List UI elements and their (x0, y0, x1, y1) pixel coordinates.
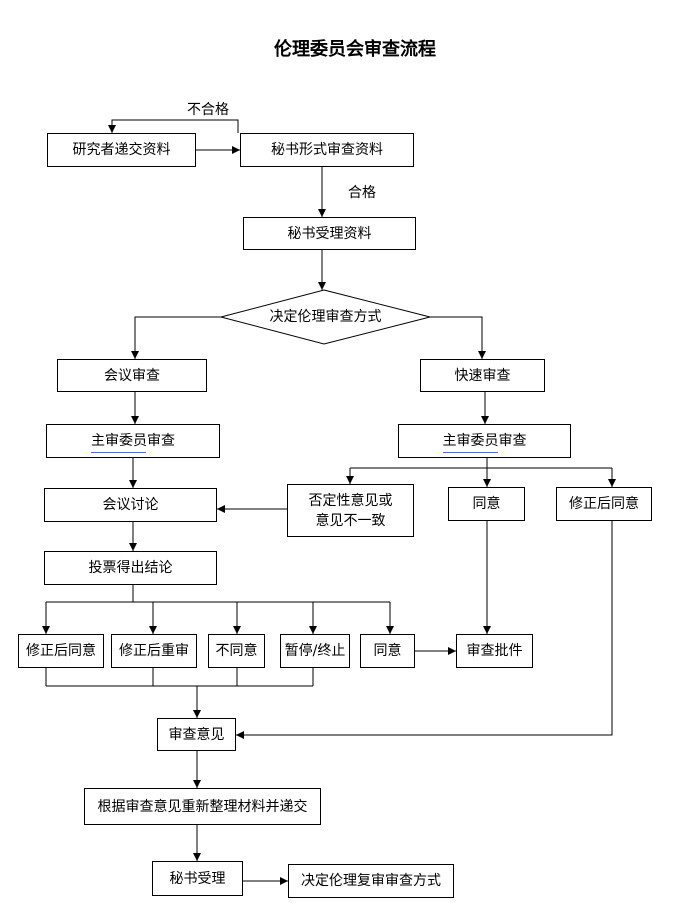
node-outcome-suspend-terminate: 暂停/终止 (280, 634, 350, 668)
node-text: 研究者递交资料 (72, 142, 171, 158)
node-outcome-disagree: 不同意 (208, 634, 265, 668)
spellcheck-underline (442, 452, 498, 453)
node-meeting-discussion: 会议讨论 (44, 488, 217, 522)
node-text: 秘书形式审查资料 (271, 142, 383, 158)
decision-text: 决定伦理审查方式 (269, 309, 382, 325)
node-text: 暂停/终止 (284, 643, 346, 659)
node-review-opinion: 审查意见 (157, 718, 236, 751)
node-text: 审查意见 (168, 726, 225, 743)
node-secretary-formal-review: 秘书形式审查资料 (240, 133, 414, 167)
node-text: 投票得出结论 (88, 560, 173, 576)
node-text-wrap: 主审委员审查 (91, 432, 175, 453)
connector-decide-to-meeting (131, 316, 221, 359)
node-secretary-accept: 秘书受理资料 (243, 217, 416, 250)
node-fast-agree-after-revision: 修正后同意 (556, 487, 652, 521)
node-text: 根据审查意见重新整理材料并递交 (97, 798, 308, 815)
connector-fast-revise-to-opinion (236, 521, 613, 739)
decision-diamond (219, 289, 431, 345)
node-text: 修正后重审 (119, 643, 189, 659)
node-negative-opinion: 否定性意见或 意见不一致 (287, 484, 414, 537)
node-outcome-agree: 同意 (360, 634, 415, 668)
node-resubmit: 根据审查意见重新整理材料并递交 (84, 788, 321, 825)
label-fail: 不合格 (187, 102, 229, 118)
node-text: 秘书受理 (169, 870, 226, 887)
connector-fail-loop (108, 119, 239, 133)
node-text: 同意 (373, 643, 402, 659)
node-text: 主审委员审查 (91, 433, 175, 449)
node-text: 修正后同意 (26, 643, 96, 659)
node-text: 主审委员审查 (442, 433, 527, 449)
node-text: 快速审查 (454, 367, 511, 384)
node-text: 修正后同意 (569, 496, 639, 512)
node-decide-re-review-method: 决定伦理复审审查方式 (288, 864, 454, 898)
node-vote-conclusion: 投票得出结论 (44, 551, 217, 585)
node-text: 审查批件 (466, 643, 523, 659)
node-primary-review-right: 主审委员审查 (398, 424, 571, 458)
node-fast-review: 快速审查 (420, 359, 545, 392)
node-approval-document: 审查批件 (456, 634, 533, 668)
node-fast-agree: 同意 (448, 487, 525, 521)
node-text: 决定伦理复审审查方式 (301, 873, 441, 889)
node-secretary-accept-2: 秘书受理 (152, 861, 243, 896)
node-primary-review-left: 主审委员审查 (46, 424, 220, 458)
node-text-line-1: 否定性意见或 (308, 492, 393, 509)
node-outcome-agree-after-revision: 修正后同意 (18, 634, 104, 668)
node-text-line-2: 意见不一致 (315, 512, 386, 529)
node-text: 秘书受理资料 (287, 225, 372, 242)
node-text-wrap: 主审委员审查 (442, 432, 527, 453)
node-text: 不同意 (215, 643, 258, 659)
node-meeting-review: 会议审查 (57, 359, 207, 392)
label-pass: 合格 (348, 185, 376, 201)
node-text: 会议讨论 (102, 497, 159, 513)
page-title: 伦理委员会审查流程 (274, 39, 436, 60)
node-outcome-re-review-after-revision: 修正后重审 (111, 634, 197, 668)
spellcheck-underline (91, 452, 147, 453)
node-text: 同意 (472, 496, 501, 512)
node-text: 会议审查 (104, 367, 160, 384)
node-researcher-submit: 研究者递交资料 (47, 133, 196, 167)
connector-decide-to-fast (430, 316, 486, 359)
